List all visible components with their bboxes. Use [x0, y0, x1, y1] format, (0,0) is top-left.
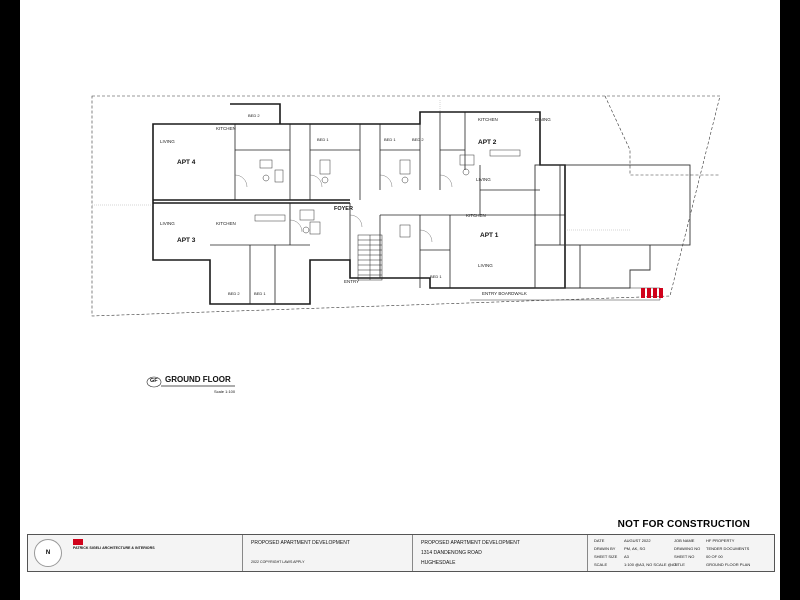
title-label: TITLE [674, 562, 685, 567]
site-boundary [91, 95, 721, 317]
fixtures [254, 149, 521, 238]
project-name-right: PROPOSED APARTMENT DEVELOPMENT [421, 540, 520, 546]
drawing-label-mark: GF [150, 378, 158, 384]
room-label-apt2: APT 2 [478, 139, 497, 146]
room-label-bed1-a: BED 1 [317, 137, 329, 142]
date-label: DATE [594, 538, 605, 543]
title-block-project-cell: PROPOSED APARTMENT DEVELOPMENT 2022 COPY… [243, 535, 413, 571]
room-label-kitchen-c: KITCHEN [478, 117, 498, 122]
drawing-scale-note: Scale 1:100 [214, 389, 236, 394]
firm-name: PATRICK SIGELI ARCHITECTURE & INTERIORS [73, 546, 155, 550]
address-line-2: HUGHESDALE [421, 560, 456, 566]
internal-walls [210, 112, 565, 304]
building-walls [152, 103, 566, 305]
room-label-bed1-c: BED 1 [254, 291, 266, 296]
room-label-living-b: LIVING [160, 221, 175, 226]
firm-logo-icon [73, 539, 83, 545]
job-name-label: JOB NAME [674, 538, 695, 543]
drawing-no-value: TENDER DOCUMENTS [706, 546, 750, 551]
room-label-bed2-b: BED 2 [412, 137, 424, 142]
title-block-address-cell: PROPOSED APARTMENT DEVELOPMENT 1314 DAND… [413, 535, 588, 571]
scale-label: SCALE [594, 562, 608, 567]
room-label-kitchen-b: KITCHEN [216, 221, 236, 226]
room-label-kitchen-a: KITCHEN [216, 126, 236, 131]
stairs [357, 234, 383, 281]
title-block: N PATRICK SIGELI ARCHITECTURE & INTERIOR… [27, 534, 775, 572]
drawn-by-label: DRAWN BY [594, 546, 616, 551]
drawing-no-label: DRAWING NO [674, 546, 701, 551]
not-for-construction-stamp: NOT FOR CONSTRUCTION [617, 519, 750, 530]
title-block-firm-cell: N PATRICK SIGELI ARCHITECTURE & INTERIOR… [28, 535, 243, 571]
copyright-note: 2022 COPYRIGHT LAWS APPLY [251, 560, 305, 564]
room-label-living-c: LIVING [476, 177, 491, 182]
drawing-title: GROUND FLOOR [165, 375, 231, 384]
date-value: AUGUST 2022 [624, 538, 651, 543]
sheet-size-label: SHEET SIZE [594, 554, 618, 559]
carport-block [534, 164, 691, 289]
room-label-foyer: FOYER [334, 206, 353, 212]
door-swings [234, 174, 453, 243]
sheet-size-value: A3 [624, 554, 629, 559]
drawing-title-marker [146, 376, 235, 388]
room-label-dining: DINING [535, 117, 551, 122]
room-label-apt1: APT 1 [480, 232, 499, 239]
sheet-no-label: SHEET NO [674, 554, 695, 559]
scale-value: 1:100 @A3, NO SCALE @A3 [624, 562, 677, 567]
room-label-bed2-a: BED 2 [248, 113, 260, 118]
north-arrow-icon: N [34, 539, 62, 567]
room-label-living-d: LIVING [478, 263, 493, 268]
drawn-by-value: PM, AK, SG [624, 546, 646, 551]
project-name-left: PROPOSED APARTMENT DEVELOPMENT [251, 540, 350, 546]
room-label-bed1-b: BED 1 [384, 137, 396, 142]
title-block-info-cell: DATE AUGUST 2022 DRAWN BY PM, AK, SG SHE… [588, 535, 774, 571]
room-label-apt3: APT 3 [177, 237, 196, 244]
title-value: GROUND FLOOR PLAN [706, 562, 751, 567]
room-label-apt4: APT 4 [177, 159, 196, 166]
drawing-sheet: APT 4 APT 3 APT 2 APT 1 LIVING LIVING LI… [20, 0, 780, 600]
room-label-bed1-d: BED 1 [430, 274, 442, 279]
room-label-living-a: LIVING [160, 139, 175, 144]
sheet-no-value: 00 OF 00 [706, 554, 723, 559]
job-name-value: HF PROPERTY [706, 538, 735, 543]
annotation-lines [92, 100, 630, 231]
room-label-entry-boardwalk: ENTRY BOARDWALK [482, 291, 527, 296]
address-line-1: 1314 DANDENONG ROAD [421, 550, 482, 556]
floor-plan [91, 95, 721, 388]
room-label-bed2-c: BED 2 [228, 291, 240, 296]
room-label-entry: ENTRY [344, 279, 360, 284]
room-label-kitchen-d: KITCHEN [466, 213, 486, 218]
entry-markers [641, 288, 663, 298]
